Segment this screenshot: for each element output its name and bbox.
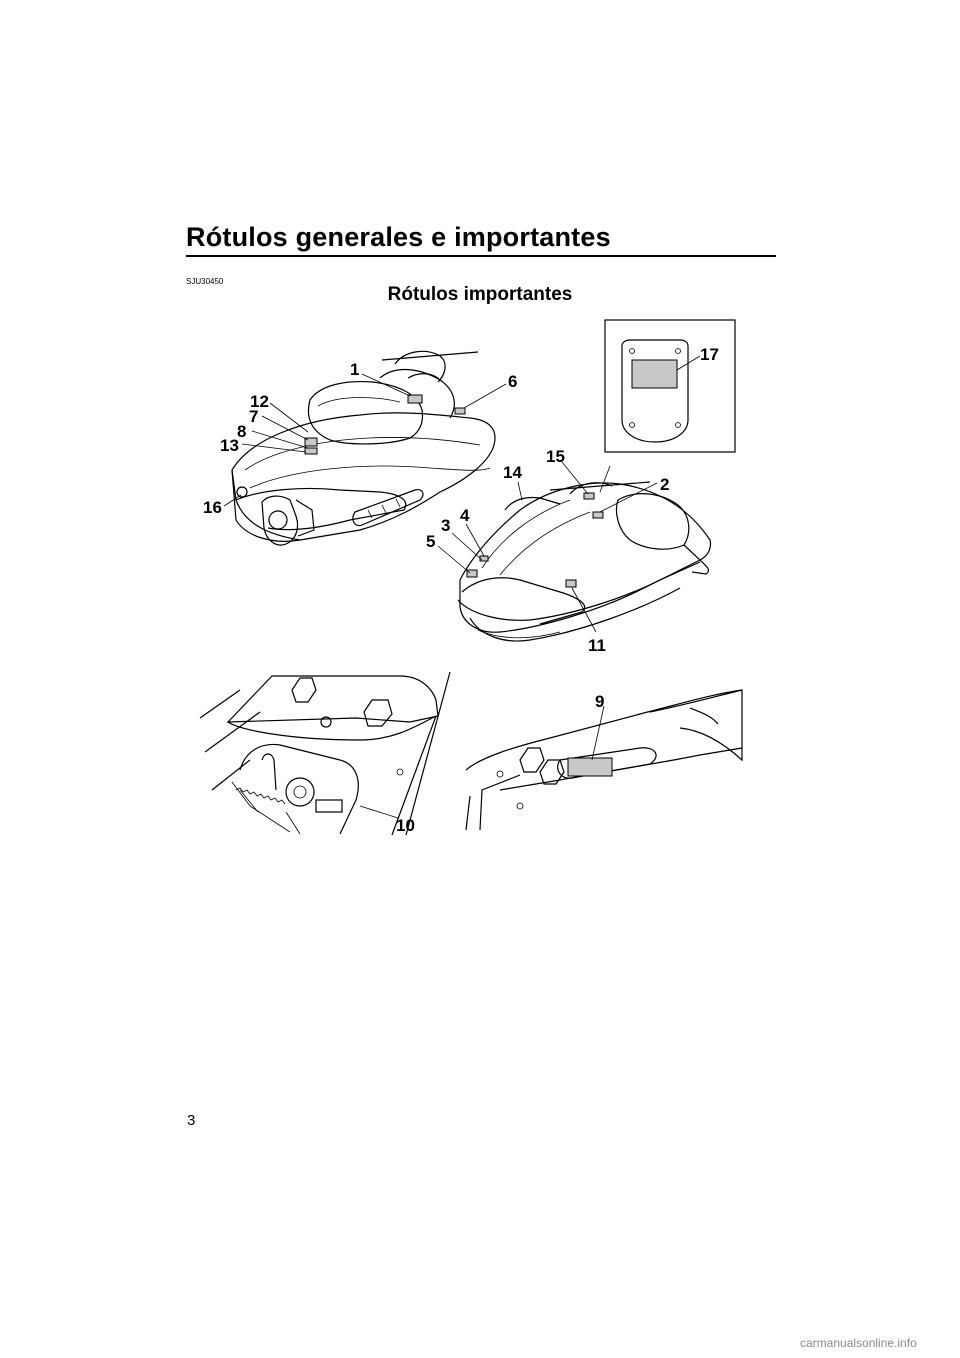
callout-14: 14	[503, 463, 522, 482]
callout-4: 4	[460, 506, 470, 525]
callout-3: 3	[441, 516, 450, 535]
engine-compartment-view	[199, 671, 451, 836]
callout-1: 1	[350, 360, 359, 379]
watercraft-front-view	[457, 481, 712, 642]
callout-15: 15	[546, 447, 565, 466]
title-rule	[186, 255, 776, 257]
callout-7: 7	[249, 407, 258, 426]
callout-2: 2	[660, 475, 669, 494]
callout-13: 13	[220, 436, 239, 455]
callout-17: 17	[700, 345, 719, 364]
page-number: 3	[187, 1112, 196, 1129]
page-title: Rótulos generales e importantes	[186, 222, 611, 252]
watermark-link[interactable]: carmanualsonline.info	[800, 1336, 917, 1350]
inset-panel	[604, 319, 736, 453]
callout-6: 6	[508, 372, 517, 391]
callout-16: 16	[203, 498, 222, 517]
callout-8: 8	[237, 422, 246, 441]
storage-compartment-view	[465, 689, 743, 831]
section-heading: Rótulos importantes	[387, 284, 573, 305]
callout-5: 5	[426, 532, 435, 551]
callout-12: 12	[250, 392, 269, 411]
leader-lines-rear	[223, 373, 507, 507]
callout-numbers: 1 2 3 4 5 6 7 8 9 10 11 12 13 14 15 16 1…	[203, 345, 719, 835]
callout-11: 11	[588, 636, 606, 655]
watercraft-rear-view	[231, 350, 496, 546]
leader-lines-front	[437, 461, 658, 633]
callout-10: 10	[396, 816, 415, 835]
doc-code: SJU30450	[186, 277, 224, 286]
callout-9: 9	[595, 692, 604, 711]
